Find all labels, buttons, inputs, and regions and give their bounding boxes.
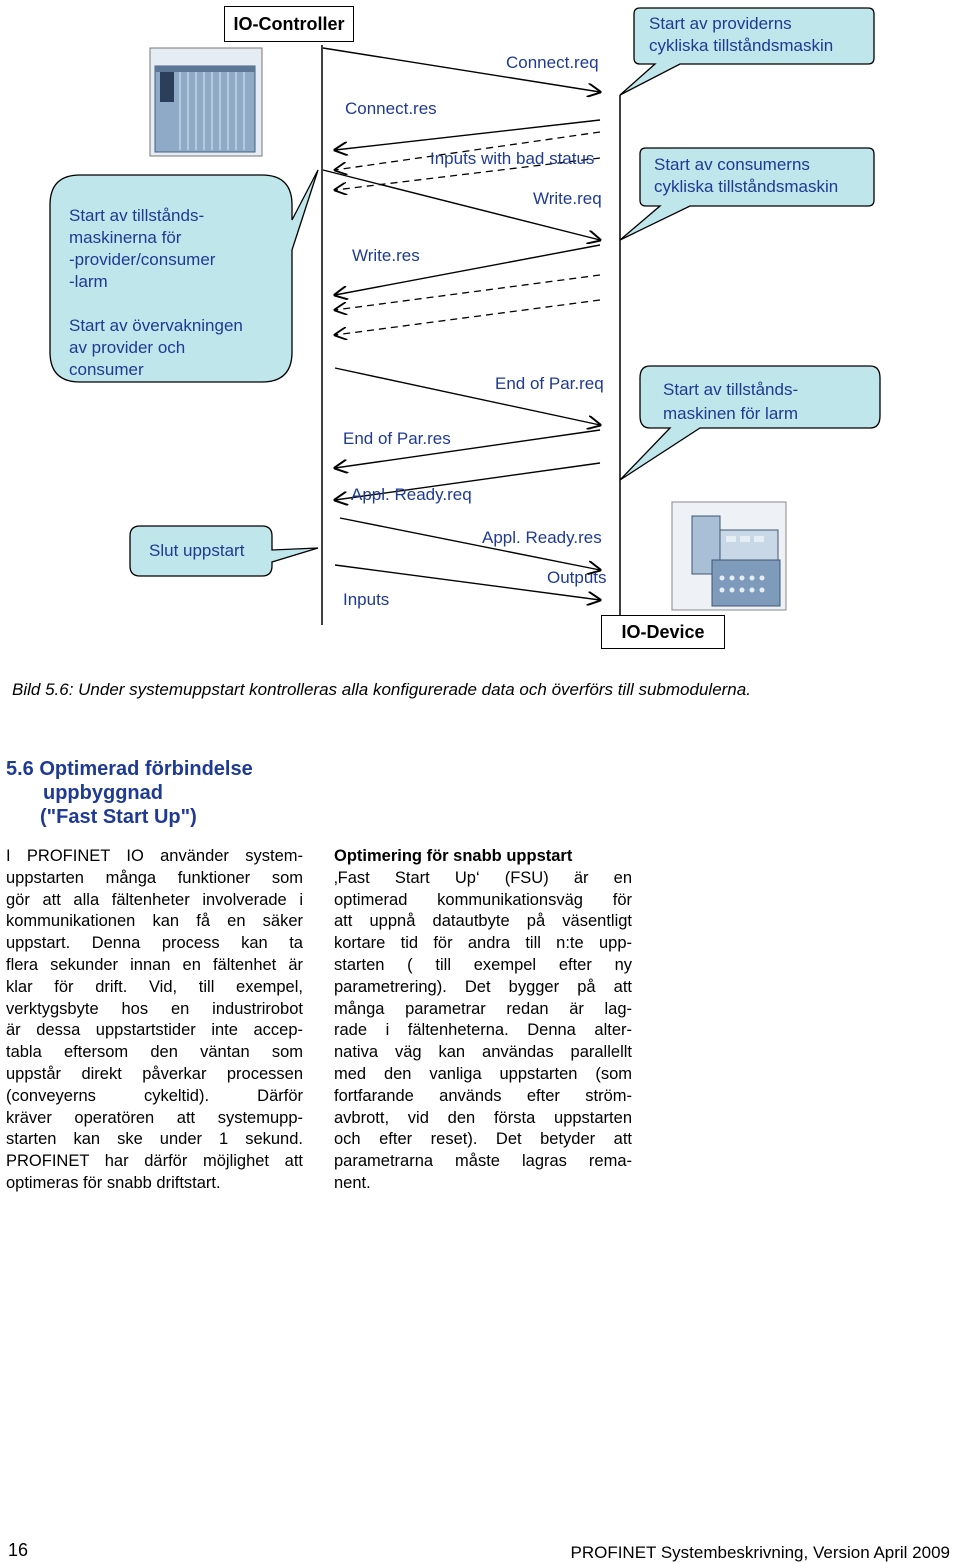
appl-ready-res-label: Appl. Ready.res — [482, 528, 602, 547]
outputs-arrow — [334, 564, 600, 600]
appl-ready-req-arrow — [335, 462, 601, 500]
right-column-text: Optimering för snabb uppstart ‚Fast Star… — [334, 847, 632, 1192]
io-device-module-icon — [671, 501, 787, 611]
left-column-text: I PROFINET IO använder system- uppstarte… — [6, 847, 303, 1192]
consumer-callout — [619, 147, 875, 241]
end-par-res-arrow — [335, 429, 601, 468]
end-par-req-arrow — [334, 367, 600, 425]
io-device-title: IO-Device — [601, 615, 725, 649]
end-par-req-label: End of Par.req — [495, 374, 604, 393]
inputs-bad-status-label: Inputs with bad status — [430, 149, 595, 168]
appl-ready-res-arrow — [339, 517, 600, 570]
write-res-label: Write.res — [352, 246, 420, 265]
section-heading: 5.6 Optimerad förbindelse uppbyggnad ("F… — [6, 758, 253, 828]
connect-req-label: Connect.req — [506, 53, 599, 72]
provider-callout — [619, 7, 875, 96]
appl-ready-req-label: Appl. Ready.req — [351, 485, 472, 504]
cyclic-arrow-2 — [335, 299, 601, 335]
write-res-arrow — [335, 244, 601, 295]
io-controller-title: IO-Controller — [224, 6, 354, 42]
figure-caption: Bild 5.6: Under systemuppstart kontrolle… — [12, 680, 751, 699]
connect-res-arrow — [335, 119, 601, 150]
end-startup-callout — [129, 525, 319, 577]
bad-status-arrow-1 — [335, 131, 601, 170]
write-req-label: Write.req — [533, 189, 602, 208]
outputs-label: Outputs — [547, 568, 607, 587]
end-startup-text: Slut uppstart — [149, 541, 245, 560]
end-par-res-label: End of Par.res — [343, 429, 451, 448]
inputs-label: Inputs — [343, 590, 390, 609]
footer-title: PROFINET Systembeskrivning, Version Apri… — [570, 1543, 950, 1562]
startup-sequence-diagram — [49, 7, 881, 625]
connect-res-label: Connect.res — [345, 99, 437, 118]
provider-callout-text: Start av providerns cykliska tillståndsm… — [649, 14, 834, 55]
alarm-callout — [619, 365, 881, 481]
right-column-title: Optimering för snabb uppstart — [334, 847, 573, 865]
controller-callout-text-2: Start av övervakningen av provider och c… — [69, 316, 243, 379]
page-number: 16 — [8, 1540, 29, 1560]
controller-callout-text-1: Start av tillstånds- maskinerna för -pro… — [69, 206, 216, 291]
write-req-arrow — [322, 169, 600, 240]
consumer-callout-text: Start av consumerns cykliska tillståndsm… — [654, 155, 839, 196]
alarm-callout-text: Start av tillstånds- maskinen för larm — [663, 380, 799, 423]
controller-device-icon — [149, 47, 263, 157]
cyclic-arrow-1 — [335, 274, 601, 310]
connect-req-arrow — [322, 47, 600, 92]
controller-callout — [49, 169, 319, 383]
